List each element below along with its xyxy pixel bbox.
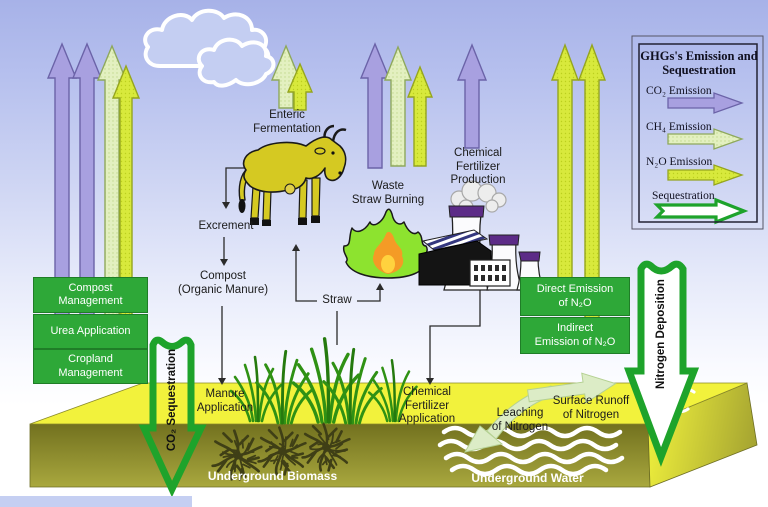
co2-sequestration-label: CO₂ Sequestration	[166, 348, 178, 452]
leaching-of-nitrogen-label: Leaching of Nitrogen	[488, 407, 552, 434]
nitrogen-deposition-arrow	[623, 260, 700, 467]
indirect-line2: Emission of N₂O	[534, 335, 616, 348]
cropland-management-box: Cropland Management	[33, 349, 148, 384]
legend-title: GHGs's Emission and Sequestration	[640, 49, 758, 78]
compost-line2: (Organic Manure)	[177, 283, 269, 296]
indirect-line1: Indirect	[556, 322, 594, 335]
direct-n2o-emission-box: Direct Emission of N₂O	[520, 277, 630, 316]
cropland-management-label: Cropland Management	[58, 353, 123, 379]
ch4-emission-arrow	[383, 45, 413, 167]
waste-straw-burning-label: Waste Straw Burning	[342, 180, 434, 207]
waste-line1: Waste	[371, 180, 405, 192]
waste-line2: Straw Burning	[351, 193, 425, 206]
co2-sequestration-arrow	[138, 336, 207, 498]
direct-n2o-emission-label: Direct Emission of N₂O	[537, 283, 613, 309]
legend-sequestration-arrow	[653, 197, 749, 225]
compost-management-box: Compost Management	[33, 277, 148, 313]
emission-arrows	[46, 42, 607, 379]
compost-line1: Compost	[199, 270, 247, 282]
legend-ch4-label: CH₄ Emission	[646, 121, 712, 133]
direct-line1: Direct Emission	[536, 283, 614, 296]
co2-emission-arrow	[456, 43, 488, 149]
fire-icon	[342, 208, 428, 279]
flow-connectors	[221, 167, 481, 378]
underground-biomass-label: Underground Biomass	[207, 469, 338, 483]
compost-management-label: Compost Management	[58, 281, 123, 307]
leaching-line1: Leaching	[496, 407, 544, 419]
bottom-edge-strip	[0, 496, 192, 507]
legend-arrows	[653, 92, 749, 225]
enteric-fermentation-label: Enteric Fermentation	[253, 109, 321, 135]
underground-water-label: Underground Water	[471, 471, 584, 485]
runoff-line2: of Nitrogen	[562, 408, 620, 421]
runoff-line1: Surface Runoff	[552, 395, 630, 407]
n2o-emission-arrow	[406, 65, 434, 167]
cloud-icon	[143, 8, 276, 88]
direct-line2: of N₂O	[558, 296, 592, 309]
factory-icon	[418, 180, 544, 291]
indirect-n2o-emission-label: Indirect Emission of N₂O	[535, 322, 616, 348]
chemical-fertilizer-production-label: Chemical Fertilizer Production	[450, 147, 506, 187]
chemical-fertilizer-application-label: Chemical Fertilizer Application	[398, 386, 456, 426]
legend-sequestration-label: Sequestration	[652, 190, 715, 202]
urea-application-box: Urea Application	[33, 314, 148, 349]
runoff-arrow	[527, 372, 617, 404]
straw-label: Straw	[322, 294, 352, 306]
n2o-emission-arrow	[286, 62, 314, 111]
n2o-emission-arrow	[550, 42, 580, 281]
legend-co2-label: CO₂ Emission	[646, 85, 712, 97]
urea-application-label: Urea Application	[50, 324, 131, 337]
legend-n2o-arrow	[667, 164, 744, 186]
cow-icon	[238, 124, 347, 226]
indirect-n2o-emission-box: Indirect Emission of N₂O	[520, 317, 630, 354]
leaching-line2: of Nitrogen	[491, 420, 549, 433]
legend-co2-arrow	[667, 92, 744, 114]
excrement-label: Excrement	[198, 220, 254, 232]
compost-label: Compost (Organic Manure)	[163, 270, 283, 297]
manure-application-label: Manure Application	[196, 388, 254, 414]
surface-runoff-label: Surface Runoff of Nitrogen	[542, 395, 640, 422]
nitrogen-deposition-label: Nitrogen Deposition	[655, 279, 667, 389]
legend-ch4-arrow	[667, 128, 744, 150]
flow-arrowheads	[218, 202, 434, 385]
co2-emission-arrow	[359, 42, 391, 169]
legend-n2o-label: N₂O Emission	[646, 156, 713, 168]
legend-frame	[631, 35, 764, 230]
